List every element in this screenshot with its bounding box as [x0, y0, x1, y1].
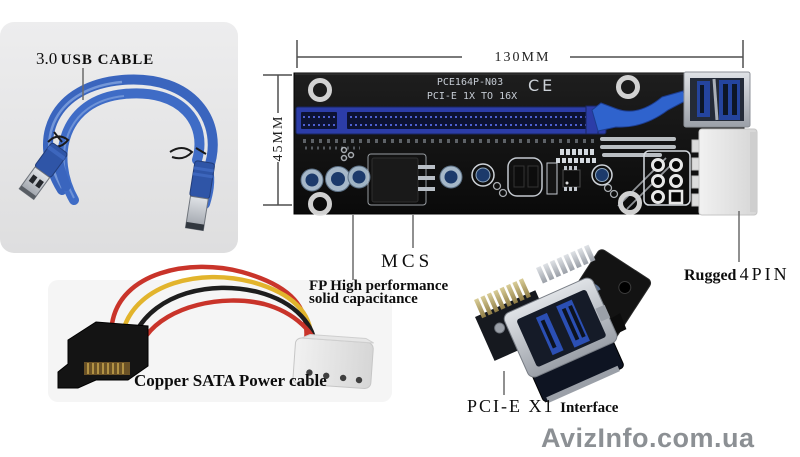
- fp-label-line2: solid capacitance: [309, 291, 418, 307]
- usb-cable-label-text: USB CABLE: [60, 52, 155, 68]
- rugged-4pin-label: Rugged 4PIN: [684, 264, 790, 285]
- board-model-silkscreen: PCE164P-N03: [436, 77, 504, 88]
- silkscreen-pads: [556, 149, 596, 163]
- capacitors: [300, 163, 613, 192]
- silkscreen-slats: [600, 137, 676, 157]
- sata-cable-label: Copper SATA Power cable: [134, 371, 327, 390]
- riser-usb3-shield: [503, 277, 618, 378]
- pcb-board: [293, 71, 758, 216]
- inductor: [507, 157, 543, 197]
- usb-connector-left: [18, 142, 68, 201]
- pin-grid: [643, 150, 691, 206]
- dimension-width-label: 130MM: [494, 50, 551, 65]
- molex-4pin-connector: [691, 128, 758, 216]
- fp-label-line1: FP High performance: [309, 278, 449, 294]
- usb3-port: [683, 71, 751, 128]
- sata-power-cable: [48, 264, 392, 402]
- rugged-4pin-label-rest: 4PIN: [739, 264, 790, 284]
- molex-female-connector: [292, 334, 374, 389]
- ic-chip: [562, 166, 581, 191]
- mcs-label: MCS: [381, 251, 434, 272]
- dimension-height: [263, 74, 292, 206]
- pcie-x1-label-rest: Interface: [560, 400, 619, 416]
- mosfet: [367, 153, 435, 206]
- slot-latch: [585, 90, 688, 135]
- ce-mark: CE: [528, 76, 556, 95]
- dimension-width: [296, 40, 744, 68]
- pcie-x16-slot: [295, 106, 607, 135]
- pcie-x1-label: PCI-E X1 Interface: [467, 396, 618, 417]
- pcie-x1-label-main: PCI-E X1: [467, 396, 555, 416]
- board-subtitle-silkscreen: PCI-E 1X TO 16X: [426, 91, 518, 102]
- usb-connector-right: [184, 160, 215, 232]
- riser-x1-card: [474, 244, 652, 403]
- sata-connector: [57, 321, 149, 389]
- usb-cable: [43, 74, 218, 209]
- usb-cable-label-prefix: 3.0: [36, 49, 58, 68]
- edge-fingers-top: [536, 244, 596, 284]
- usb-cable-label: 3.0 USB CABLE: [36, 49, 154, 69]
- usb-cable-photo: [0, 22, 238, 253]
- watermark: AvizInfo.com.ua: [541, 423, 755, 453]
- dimension-height-label: 45MM: [271, 114, 286, 162]
- rugged-4pin-label-bold: Rugged: [684, 267, 737, 284]
